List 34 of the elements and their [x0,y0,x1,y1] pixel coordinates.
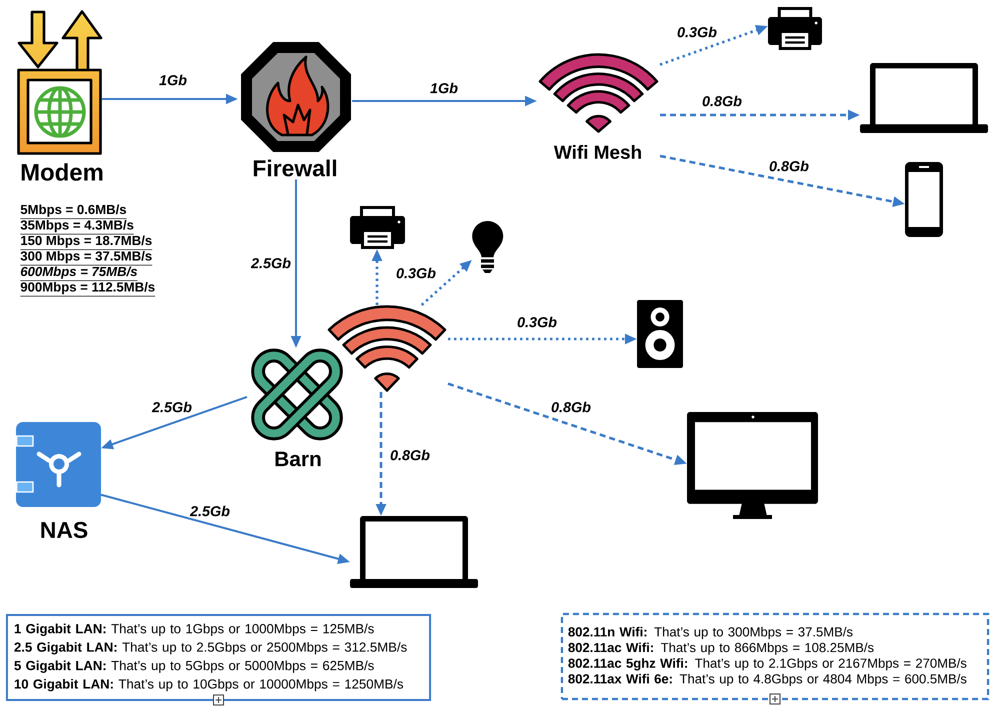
note-text: 900Mbps = 112.5MB/s [20,282,156,296]
info-box: 802.11n Wifi: That’s up to 300Mbps = 37.5MB/s 802.11ac Wifi: That’s up to 866Mbps = 108.25MB/s 802.11ac 5ghz Wifi: That’s up to 2.1Gbps or 2167Mbps = 270MB/s 802.11ax Wifi 6e: That’s up to 4.8Gbps or 4804 Mbps = 600.5MB/s [560,612,990,700]
edge-label: 0.3Gb [516,315,558,329]
node-label: NAS [41,522,88,538]
edge-label: 0.8Gb [700,94,744,108]
monitor-icon [687,412,818,519]
light-bulb-icon [472,220,504,273]
phone-icon [905,162,943,237]
edge-label: 1Gb [158,73,188,87]
printer-icon [768,7,822,50]
printer-icon [350,206,405,249]
edge-label: 2.5Gb [250,256,292,270]
speaker-icon [637,300,683,368]
note-text: 150 Mbps = 18.7MB/s [20,235,152,250]
node-label: Modem [22,163,102,181]
edge-label: 1Gb [428,81,460,95]
node-label: Firewall [254,160,336,176]
edge-label: 2.5Gb [150,400,194,414]
edge-label: 0.8Gb [550,400,592,414]
edge-label: 0.8Gb [388,448,432,462]
edge-label: 0.3Gb [676,25,718,39]
note-text: 5Mbps = 0.6MB/s [20,204,127,219]
node-label: Barn [276,452,321,466]
edge-label: 0.8Gb [768,159,810,173]
node-label: Wifi Mesh [554,145,641,159]
wifi-icon [328,305,446,392]
note-text: 600Mbps = 75MB/s [20,266,138,281]
note-text: 300 Mbps = 37.5MB/s [20,250,152,266]
edge-label: 0.3Gb [394,266,438,280]
edge-label: 2.5Gb [188,504,232,518]
laptop-icon [350,516,478,588]
laptop-icon [860,63,988,133]
note-text: 35Mbps = 4.3MB/s [20,220,134,234]
info-box: 1 Gigabit LAN: That’s up to 1Gbps or 1000Mbps = 125MB/s 2.5 Gigabit LAN: That’s up to 2.5Gbps or 2500Mbps = 312.5MB/s 5 Gigabit LAN: That’s up to 5Gbps or 5000Mbps = 625MB/s 10 Gigabit LAN: That’s up to 10Gbps or 10000Mbps = 1250MB/s [6,614,432,701]
